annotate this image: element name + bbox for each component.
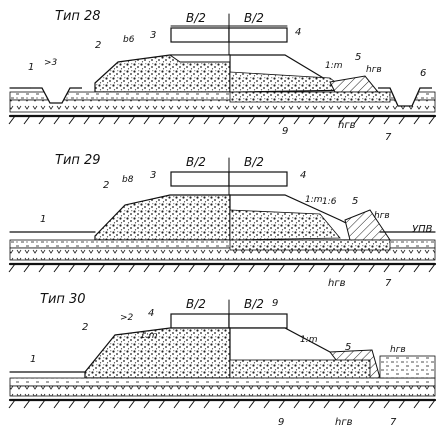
callout-7: 7 (390, 417, 397, 428)
slope-label: 1:m (140, 331, 158, 341)
pavement-left (168, 54, 231, 63)
groundwater-depth: hгв (374, 211, 390, 221)
callout-9: 9 (282, 126, 288, 137)
dimension-label: В/2 (186, 11, 206, 25)
callout-6: 6 (420, 68, 426, 79)
section-title: Тип 30 (40, 292, 86, 307)
section-type29: Тип 29 В/2 В/2 1 2 b8 3 4 1:m 1:6 5 hгв … (8, 153, 437, 289)
slope-label-2: 1:6 (322, 197, 337, 207)
half-width-box-right (228, 27, 288, 43)
half-width-box-left (170, 313, 230, 329)
half-width-box-right (228, 171, 288, 187)
width-label-b: b6 (123, 35, 135, 45)
width-label: >2 (120, 313, 134, 323)
section-type30: Тип 30 В/2 В/2 9 1 2 >2 4 1:m 1:m 5 hгв … (8, 292, 437, 428)
water-level-label: УПВ (412, 224, 433, 235)
dimension-label: В/2 (186, 155, 206, 169)
groundwater-depth: hгв (390, 345, 406, 355)
callout-4: 4 (295, 27, 301, 38)
half-width-box-left (170, 27, 230, 43)
callout-8: hгв (338, 120, 356, 131)
half-width-box-right (228, 313, 288, 329)
ground-layer (9, 385, 436, 397)
section-type28: Тип 28 В/2 В/2 1 >3 2 b6 3 4 (8, 9, 437, 143)
callout-5: 5 (345, 342, 351, 353)
callout-1: 1 (28, 62, 34, 73)
dimension-label: В/2 (244, 155, 264, 169)
ground-layer (9, 247, 436, 261)
base-hatch (8, 399, 436, 409)
callout-5: 5 (352, 196, 358, 207)
embankment-gravel-left (94, 194, 231, 241)
half-width-box-left (170, 171, 230, 187)
width-label-b: b8 (122, 175, 134, 185)
slope-label: 1:m (305, 195, 323, 205)
dimension-label: В/2 (244, 11, 264, 25)
ditch-left (30, 87, 82, 104)
embankment-gravel-right (229, 209, 341, 241)
shoulder-fill (329, 75, 380, 93)
callout-7: 7 (385, 278, 392, 289)
callout-8: hгв (328, 278, 346, 289)
ground-layer (9, 99, 436, 113)
callout-1: 1 (30, 354, 36, 365)
water-zone (379, 355, 436, 379)
callout-7: 7 (385, 132, 392, 143)
callout-5: 5 (355, 52, 361, 63)
groundwater-depth: hгв (366, 65, 382, 75)
callout-1: 1 (40, 214, 46, 225)
dimension-label: В/2 (186, 297, 206, 311)
callout-8: hгв (335, 417, 353, 428)
subgrade-gravel (229, 239, 391, 251)
embankment-gravel-right (229, 359, 371, 379)
width-label: >3 (44, 58, 58, 68)
callout-2: 2 (103, 180, 109, 191)
section-title: Тип 29 (55, 153, 101, 168)
ground-layer-top (9, 377, 436, 387)
callout-3: 3 (150, 30, 156, 41)
callout-9-top: 9 (272, 298, 278, 309)
callout-4: 4 (148, 308, 154, 319)
base-hatch (8, 115, 436, 125)
section-title: Тип 28 (55, 9, 101, 24)
ditch-right (378, 87, 432, 107)
subgrade-gravel (229, 91, 391, 103)
callout-3: 3 (150, 170, 156, 181)
callout-2: 2 (95, 40, 101, 51)
callout-2: 2 (82, 322, 88, 333)
slope-label-2: 1:m (300, 335, 318, 345)
callout-4: 4 (300, 170, 306, 181)
slope-label: 1:m (325, 61, 343, 71)
callout-9: 9 (278, 417, 284, 428)
base-hatch (8, 263, 436, 273)
dimension-label: В/2 (244, 297, 264, 311)
